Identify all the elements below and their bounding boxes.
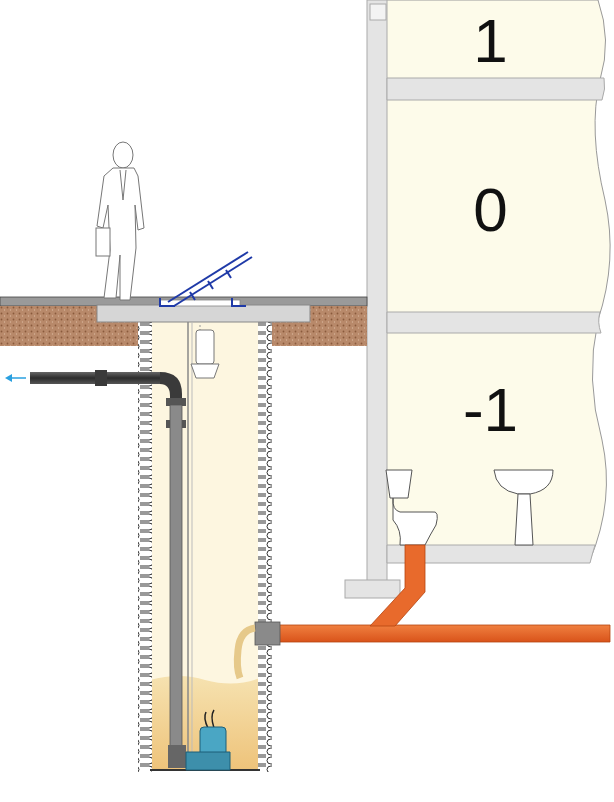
hatch-cover	[160, 252, 252, 306]
person-figure	[96, 142, 144, 300]
toilet	[386, 470, 437, 545]
shaft	[97, 300, 310, 772]
building	[345, 0, 610, 598]
lifted-pump-outline	[191, 330, 219, 378]
submersible-pump	[186, 710, 230, 770]
floor-number: 0	[473, 179, 507, 241]
floor-number: 1	[473, 10, 507, 72]
guide-rail	[187, 322, 189, 752]
floor-band: 1	[388, 4, 593, 78]
sink	[494, 470, 553, 545]
floor-number: -1	[463, 379, 518, 441]
floor-band: 0	[388, 150, 593, 270]
inflow-pipe	[237, 545, 610, 678]
floor-band: -1	[388, 350, 593, 470]
discharge-pipe	[5, 370, 186, 768]
guide-rail	[192, 322, 193, 752]
